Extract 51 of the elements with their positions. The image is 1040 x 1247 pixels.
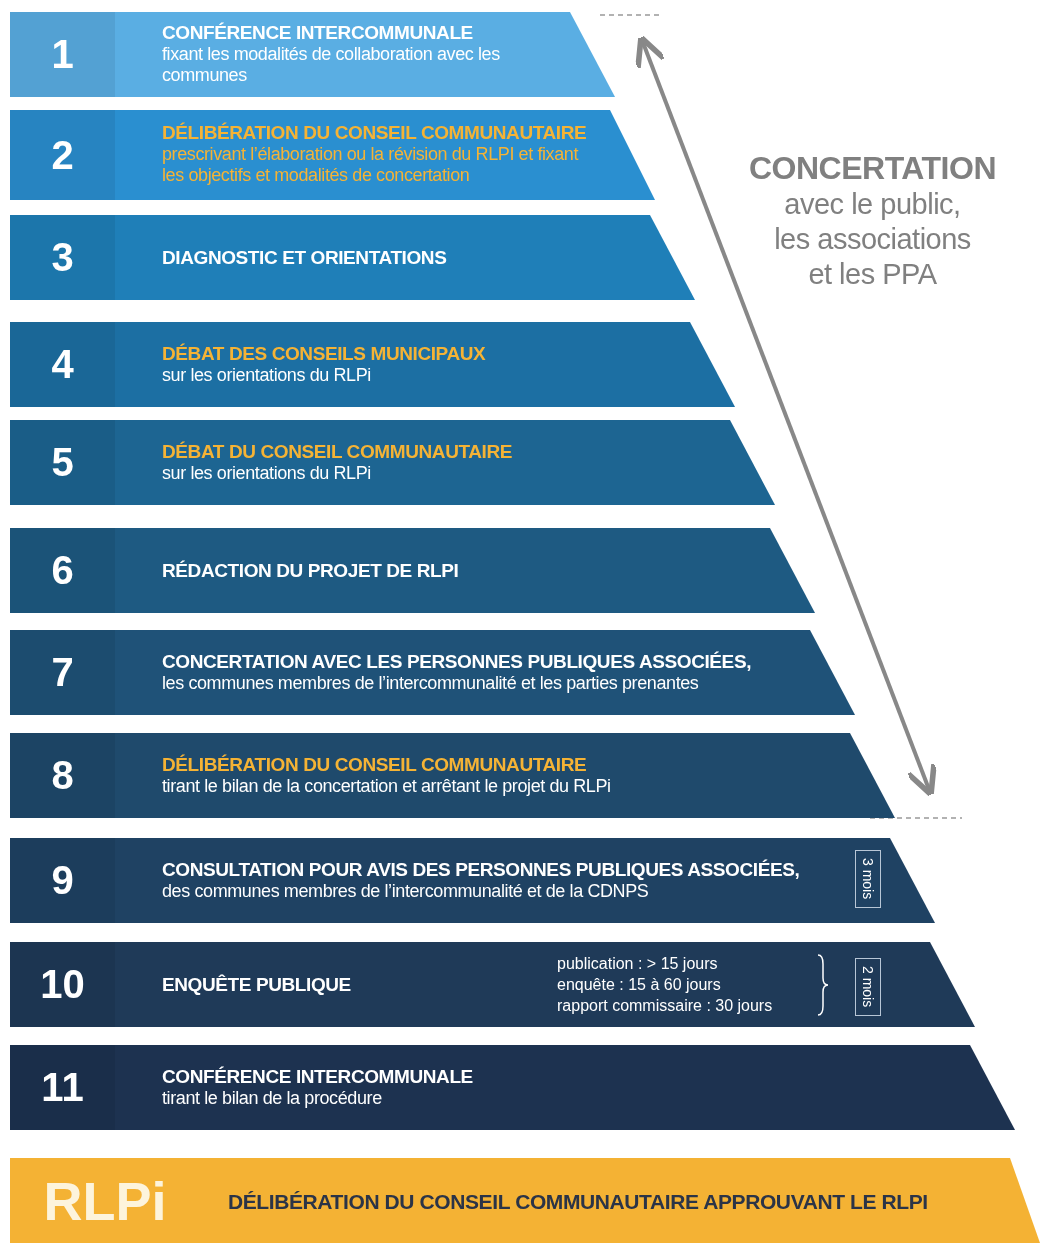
list-item: enquête : 15 à 60 jours	[557, 975, 721, 995]
step-number: 5	[10, 420, 115, 505]
step-band	[10, 733, 895, 818]
step-heading: ENQUÊTE PUBLIQUE	[162, 974, 351, 996]
list-item: publication : > 15 jours	[557, 954, 718, 974]
step-heading: CONCERTATION AVEC LES PERSONNES PUBLIQUES ASSOCIÉES,	[162, 651, 752, 673]
side-title: CONCERTATION	[748, 150, 997, 187]
step-heading: DÉBAT DES CONSEILS MUNICIPAUX	[162, 343, 486, 365]
step-band	[10, 12, 615, 97]
step-heading: RÉDACTION DU PROJET DE RLPI	[162, 560, 459, 582]
step-band	[10, 322, 735, 407]
step-heading: DÉLIBÉRATION DU CONSEIL COMMUNAUTAIRE	[162, 754, 587, 776]
step-number: 9	[10, 838, 115, 923]
side-text: avec le public, les associations et les PPA	[773, 187, 972, 292]
step-number: 2	[10, 110, 115, 200]
step-description: fixant les modalités de collaboration avec les communes	[162, 44, 501, 86]
duration-label: 3 mois	[855, 850, 881, 908]
step-number: 6	[10, 528, 115, 613]
step-number: 11	[10, 1045, 115, 1130]
step-number: 7	[10, 630, 115, 715]
step-heading: DÉLIBÉRATION DU CONSEIL COMMUNAUTAIRE APPROUVANT LE RLPI	[228, 1190, 928, 1214]
step-description: les communes membres de l’intercommunalité et les parties prenantes	[162, 673, 700, 694]
step-band	[10, 110, 655, 200]
step-band	[10, 630, 855, 715]
duration-label: 2 mois	[855, 958, 881, 1016]
step-description: tirant le bilan de la concertation et arrêtant le projet du RLPi	[162, 776, 612, 797]
step-heading: CONFÉRENCE INTERCOMMUNALE	[162, 1066, 473, 1088]
step-heading: DIAGNOSTIC ET ORIENTATIONS	[162, 247, 447, 269]
step-number: 10	[10, 942, 115, 1027]
step-band	[10, 1045, 1015, 1130]
step-description: sur les orientations du RLPi	[162, 365, 372, 386]
band-title: RLPi	[42, 1169, 168, 1233]
step-description: sur les orientations du RLPi	[162, 463, 372, 484]
step-description: prescrivant l’élaboration ou la révision du RLPI et fixant les objectifs et modalités de concertation	[162, 144, 580, 186]
step-band	[10, 215, 695, 300]
step-heading: CONFÉRENCE INTERCOMMUNALE	[162, 22, 473, 44]
step-number: 4	[10, 322, 115, 407]
step-heading: CONSULTATION POUR AVIS DES PERSONNES PUBLIQUES ASSOCIÉES,	[162, 859, 800, 881]
approval-band	[10, 1158, 1040, 1243]
list-item: rapport commissaire : 30 jours	[557, 996, 773, 1016]
step-number: 1	[10, 12, 115, 97]
step-band	[10, 420, 775, 505]
step-band	[10, 942, 975, 1027]
step-band	[10, 528, 815, 613]
step-band	[10, 838, 935, 923]
step-heading: DÉLIBÉRATION DU CONSEIL COMMUNAUTAIRE	[162, 122, 587, 144]
step-description: des communes membres de l’intercommunalité et de la CDNPS	[162, 881, 650, 902]
step-number: 3	[10, 215, 115, 300]
step-description: tirant le bilan de la procédure	[162, 1088, 383, 1109]
step-heading: DÉBAT DU CONSEIL COMMUNAUTAIRE	[162, 441, 513, 463]
step-number: 8	[10, 733, 115, 818]
